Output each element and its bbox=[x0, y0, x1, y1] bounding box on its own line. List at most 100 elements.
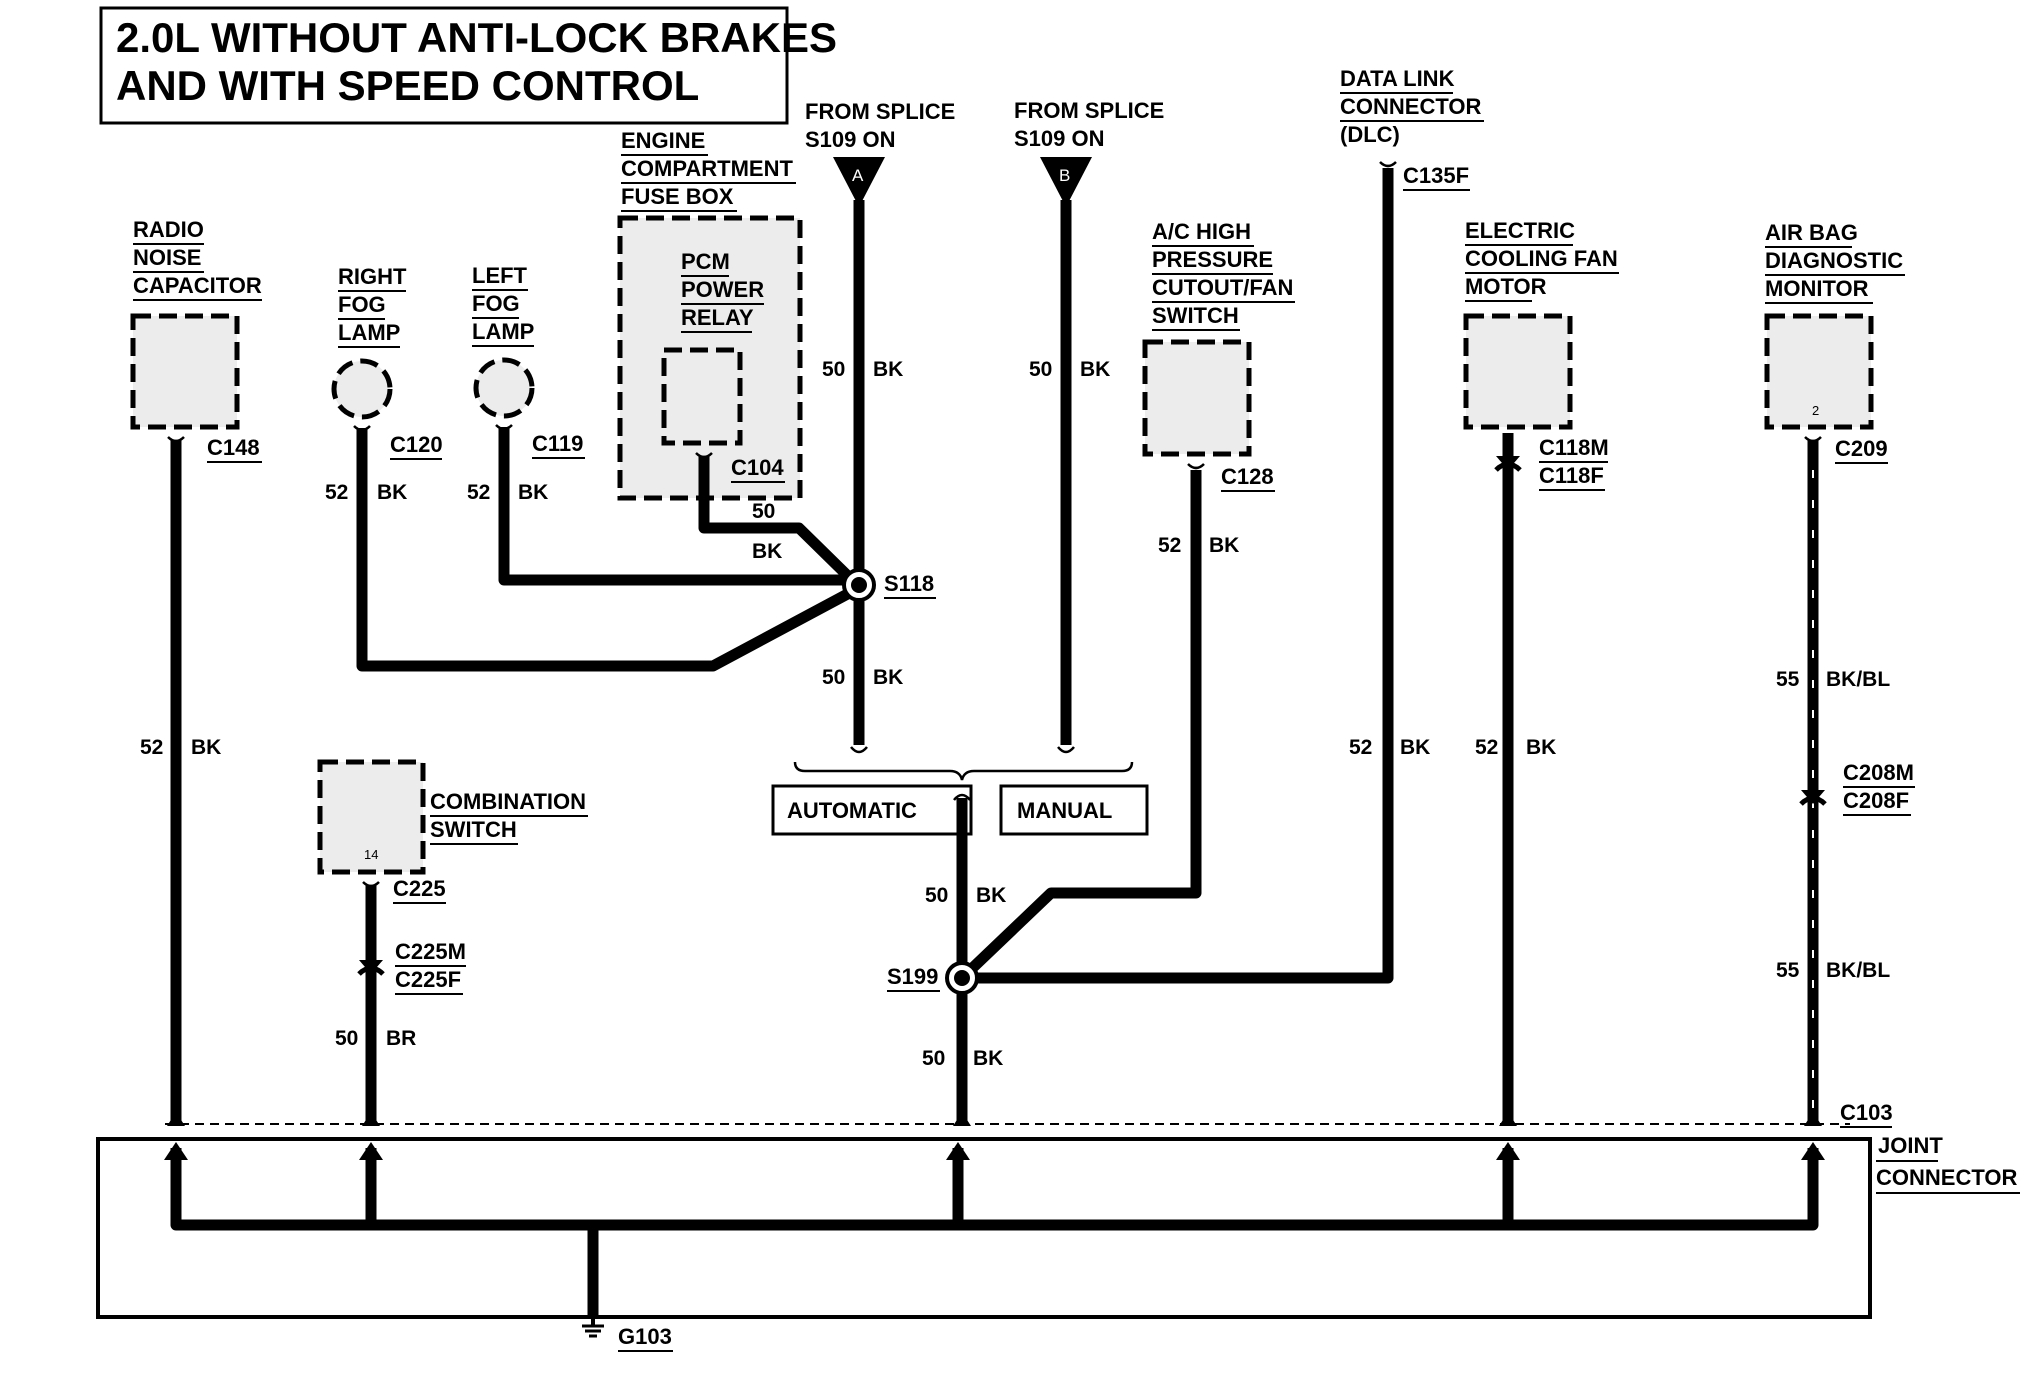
wire-c128-color: BK bbox=[1209, 534, 1239, 557]
wire-s109b-circuit: 50 bbox=[1029, 358, 1052, 381]
data-link-connector: DATA LINK CONNECTOR (DLC) C135F 52 BK bbox=[1340, 66, 1484, 759]
connector-c209-label: C209 bbox=[1835, 436, 1888, 461]
relay-label-3: RELAY bbox=[681, 305, 754, 330]
source-a-label-2: S109 ON bbox=[805, 127, 896, 152]
connector-c148-label: C148 bbox=[207, 435, 260, 460]
splice-s118: S118 bbox=[842, 568, 936, 602]
connector-c208m-label: C208M bbox=[1843, 760, 1914, 785]
wire-c128-circuit: 52 bbox=[1158, 534, 1181, 557]
connector-c225f-label: C225F bbox=[395, 967, 461, 992]
ac-high-pressure-switch: A/C HIGH PRESSURE CUTOUT/FAN SWITCH C128… bbox=[1142, 219, 1295, 557]
pcm-power-relay: PCM POWER RELAY C104 bbox=[661, 249, 785, 483]
splice-s109-source-b: FROM SPLICE S109 ON B 50 BK bbox=[1014, 98, 1164, 754]
source-b-tag: B bbox=[1059, 166, 1070, 185]
combo-label-2: SWITCH bbox=[430, 817, 517, 842]
wire-s109b-color: BK bbox=[1080, 358, 1110, 381]
ground-g103-label: G103 bbox=[618, 1324, 672, 1349]
wire-relay-color: BK bbox=[752, 540, 782, 563]
wire-s199-up-color: BK bbox=[976, 884, 1006, 907]
connector-c118m-label: C118M bbox=[1539, 435, 1609, 460]
connector-c128-label: C128 bbox=[1221, 464, 1274, 489]
wire-dlc-circuit: 52 bbox=[1349, 736, 1372, 759]
source-b-label-1: FROM SPLICE bbox=[1014, 98, 1164, 123]
wire-c120-color: BK bbox=[377, 481, 407, 504]
wire-s109a-circuit: 50 bbox=[822, 358, 845, 381]
ground-bus bbox=[170, 1148, 1819, 1231]
airbag-pin-number: 2 bbox=[1812, 403, 1819, 418]
relay-label-1: PCM bbox=[681, 249, 730, 274]
rfog-label-3: LAMP bbox=[338, 320, 400, 345]
electric-cooling-fan-motor: ELECTRIC COOLING FAN MOTOR C118M C118F 5… bbox=[1463, 218, 1619, 1124]
wire-c128 bbox=[958, 470, 1202, 982]
automatic-box bbox=[771, 784, 973, 836]
fusebox-label-2: COMPARTMENT bbox=[621, 156, 793, 181]
fan-label-2: COOLING FAN bbox=[1465, 246, 1618, 271]
air-bag-diagnostic-monitor: AIR BAG DIAGNOSTIC MONITOR 2 C209 C208M … bbox=[1764, 220, 1915, 1124]
wire-dlc-color: BK bbox=[1400, 736, 1430, 759]
joint-connector-label-2: CONNECTOR bbox=[1876, 1165, 2017, 1190]
connector-c135f-label: C135F bbox=[1403, 163, 1469, 188]
wire-airbag-upper-color: BK/BL bbox=[1826, 668, 1890, 691]
joint-connector-label-1: JOINT bbox=[1878, 1133, 1943, 1158]
joint-connector: JOINT CONNECTOR C103 G103 bbox=[96, 1100, 2020, 1352]
transmission-option-brace: AUTOMATIC MANUAL bbox=[771, 761, 1149, 836]
lfog-label-2: FOG bbox=[472, 291, 520, 316]
title-line-2: AND WITH SPEED CONTROL bbox=[116, 62, 699, 109]
combo-pin-number: 14 bbox=[364, 847, 378, 862]
wire-c119 bbox=[498, 427, 855, 586]
wire-c148-color: BK bbox=[191, 736, 221, 759]
radio-label-2: NOISE bbox=[133, 245, 201, 270]
connector-c119-label: C119 bbox=[532, 431, 583, 456]
wire-c148-circuit: 52 bbox=[140, 736, 163, 759]
title-line-1: 2.0L WITHOUT ANTI-LOCK BRAKES bbox=[116, 14, 837, 61]
fan-label-1: ELECTRIC bbox=[1465, 218, 1575, 243]
radio-label-1: RADIO bbox=[133, 217, 204, 242]
radio-label-3: CAPACITOR bbox=[133, 273, 262, 298]
splice-s199-branch: S199 50 BK 50 BK bbox=[887, 168, 1394, 1124]
connector-c103-label: C103 bbox=[1840, 1100, 1893, 1125]
connector-c225-label: C225 bbox=[393, 876, 446, 901]
relay-label-2: POWER bbox=[681, 277, 764, 302]
airbag-label-3: MONITOR bbox=[1765, 276, 1869, 301]
wire-s199-up-circuit: 50 bbox=[925, 884, 948, 907]
wire-relay bbox=[698, 456, 856, 584]
ac-label-2: PRESSURE bbox=[1152, 247, 1273, 272]
left-fog-lamp: LEFT FOG LAMP C119 52 BK bbox=[467, 263, 855, 586]
wire-combo-circuit: 50 bbox=[335, 1027, 358, 1050]
connector-c104-label: C104 bbox=[731, 455, 784, 480]
wire-c120-circuit: 52 bbox=[325, 481, 348, 504]
lfog-label-1: LEFT bbox=[472, 263, 528, 288]
dlc-label-3: (DLC) bbox=[1340, 122, 1400, 147]
splice-s118-label: S118 bbox=[884, 571, 934, 596]
right-fog-lamp: RIGHT FOG LAMP C120 52 BK bbox=[325, 264, 858, 672]
source-a-tag: A bbox=[852, 166, 864, 185]
wire-s109a-color: BK bbox=[873, 358, 903, 381]
ac-label-1: A/C HIGH bbox=[1152, 219, 1251, 244]
wire-combo-color: BR bbox=[386, 1027, 416, 1050]
splice-s109-source-a: FROM SPLICE S109 ON A 50 BK 50 BK bbox=[805, 99, 955, 754]
connector-c208f-label: C208F bbox=[1843, 788, 1909, 813]
combo-label-1: COMBINATION bbox=[430, 789, 586, 814]
joint-connector-pins bbox=[164, 1142, 1825, 1160]
wire-airbag-upper-circuit: 55 bbox=[1776, 668, 1800, 691]
wire-s118-down-color: BK bbox=[873, 666, 903, 689]
lfog-label-3: LAMP bbox=[472, 319, 534, 344]
ac-label-4: SWITCH bbox=[1152, 303, 1239, 328]
engine-compartment-fuse-box: ENGINE COMPARTMENT FUSE BOX PCM POWER RE… bbox=[617, 128, 856, 584]
airbag-label-1: AIR BAG bbox=[1765, 220, 1858, 245]
ground-symbol bbox=[582, 1318, 604, 1338]
fan-label-3: MOTOR bbox=[1465, 274, 1547, 299]
wire-s199-down-circuit: 50 bbox=[922, 1047, 945, 1070]
rfog-label-1: RIGHT bbox=[338, 264, 407, 289]
fusebox-label-1: ENGINE bbox=[621, 128, 705, 153]
source-b-label-2: S109 ON bbox=[1014, 126, 1105, 151]
dlc-label-1: DATA LINK bbox=[1340, 66, 1455, 91]
wire-s118-down-circuit: 50 bbox=[822, 666, 845, 689]
dlc-label-2: CONNECTOR bbox=[1340, 94, 1481, 119]
ac-label-3: CUTOUT/FAN bbox=[1152, 275, 1293, 300]
wire-fan-circuit: 52 bbox=[1475, 736, 1498, 759]
title-block: 2.0L WITHOUT ANTI-LOCK BRAKES AND WITH S… bbox=[99, 6, 837, 125]
wire-c120 bbox=[356, 428, 858, 672]
wire-airbag-lower-circuit: 55 bbox=[1776, 959, 1800, 982]
